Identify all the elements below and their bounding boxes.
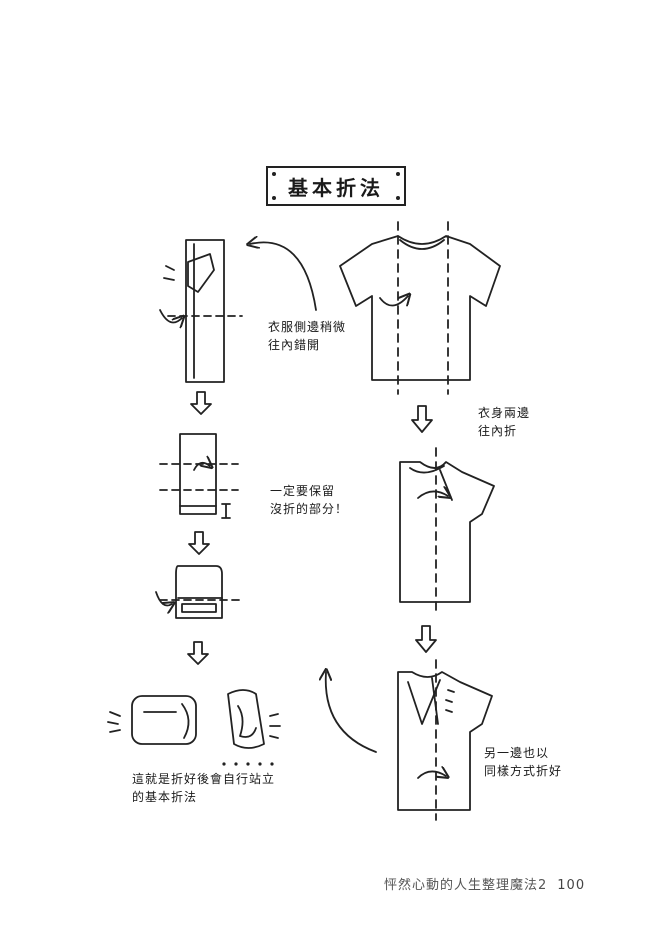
tshirt-step-3 — [397, 659, 493, 821]
note-other-side: 另一邊也以 同樣方式折好 — [484, 746, 563, 778]
tshirt-step-2 — [399, 447, 495, 613]
tshirt-step-1 — [339, 221, 501, 395]
big-curved-arrow-left — [250, 242, 317, 311]
down-arrow-left-3 — [187, 641, 209, 665]
curved-fold-arrow — [417, 771, 446, 778]
down-arrow-left-1 — [190, 391, 212, 415]
folded-shirt-lying — [107, 695, 197, 745]
curved-fold-arrow — [159, 309, 182, 323]
down-arrow-left-2 — [188, 531, 210, 555]
note-leave-unfolded: 一定要保留 沒折的部分！ — [270, 484, 349, 516]
big-curved-arrow-up — [326, 672, 377, 753]
note-final-result: 這就是折好後會自行站立 的基本折法 — [132, 772, 276, 804]
gap-marker — [221, 503, 231, 519]
page-number: 100 — [557, 878, 586, 893]
down-arrow-1 — [411, 405, 433, 433]
curved-fold-arrow — [193, 463, 210, 471]
page-footer: 怦然心動的人生整理魔法2 100 — [384, 874, 585, 893]
curved-fold-arrow — [417, 491, 448, 498]
book-title: 怦然心動的人生整理魔法2 — [384, 878, 548, 893]
diagram-title: 基本折法 — [266, 166, 406, 206]
title-text: 基本折法 — [288, 175, 384, 200]
down-arrow-2 — [415, 625, 437, 653]
strip-fold-step-b — [159, 433, 239, 519]
note-sleeve-shift: 衣服側邊稍微 往內錯開 — [268, 320, 347, 352]
strip-fold-step-a — [159, 239, 243, 383]
curved-fold-arrow — [379, 296, 408, 306]
folded-shirt-standing — [227, 689, 281, 749]
curved-fold-arrow — [155, 591, 172, 606]
note-fold-both-sides: 衣身兩邊 往內折 — [478, 406, 531, 438]
emphasis-dots — [222, 762, 274, 766]
strip-fold-step-c — [155, 565, 245, 619]
